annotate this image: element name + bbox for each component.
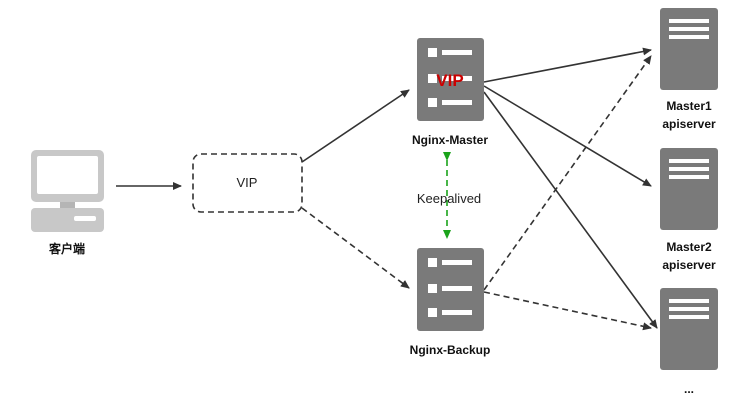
server-rack-icon [660,288,718,370]
edge-vip-to-nginx-backup [301,207,410,289]
apiserver-2-line2: apiserver [662,258,716,272]
connectors [116,47,658,331]
nginx-backup-node: Nginx-Backup [410,248,491,357]
edge-master-to-api1 [483,47,652,83]
apiserver-2-line1: Master2 [666,240,712,254]
apiserver-node-1: Master1 apiserver [660,8,718,131]
vip-box [192,153,303,213]
server-rack-icon [660,8,718,90]
client-node: 客户端 [31,150,104,256]
apiserver-1-line2: apiserver [662,117,716,131]
vip-node: VIP [192,153,303,213]
edge-master-to-api3 [483,91,658,329]
keepalived-label: Keepalived [417,191,481,206]
apiserver-1-line1: Master1 [666,99,712,113]
nginx-master-node: VIP Nginx-Master [412,38,488,147]
server-list-icon [417,248,484,331]
server-rack-icon [660,148,718,230]
edge-backup-to-api3 [483,291,652,331]
server-list-icon [417,38,484,121]
client-label: 客户端 [48,241,85,256]
vip-box-label: VIP [237,175,258,190]
edge-master-to-api2 [483,85,652,187]
nginx-master-vip-overlay: VIP [436,71,463,90]
nginx-master-label: Nginx-Master [412,133,488,147]
apiserver-node-3: ... [660,288,718,396]
edge-vip-to-nginx-master [301,89,410,163]
desktop-computer-icon [31,150,104,232]
nginx-backup-label: Nginx-Backup [410,343,491,357]
edge-backup-to-api1 [483,55,652,291]
apiserver-node-2: Master2 apiserver [660,148,718,272]
apiserver-3-line1: ... [684,382,694,396]
